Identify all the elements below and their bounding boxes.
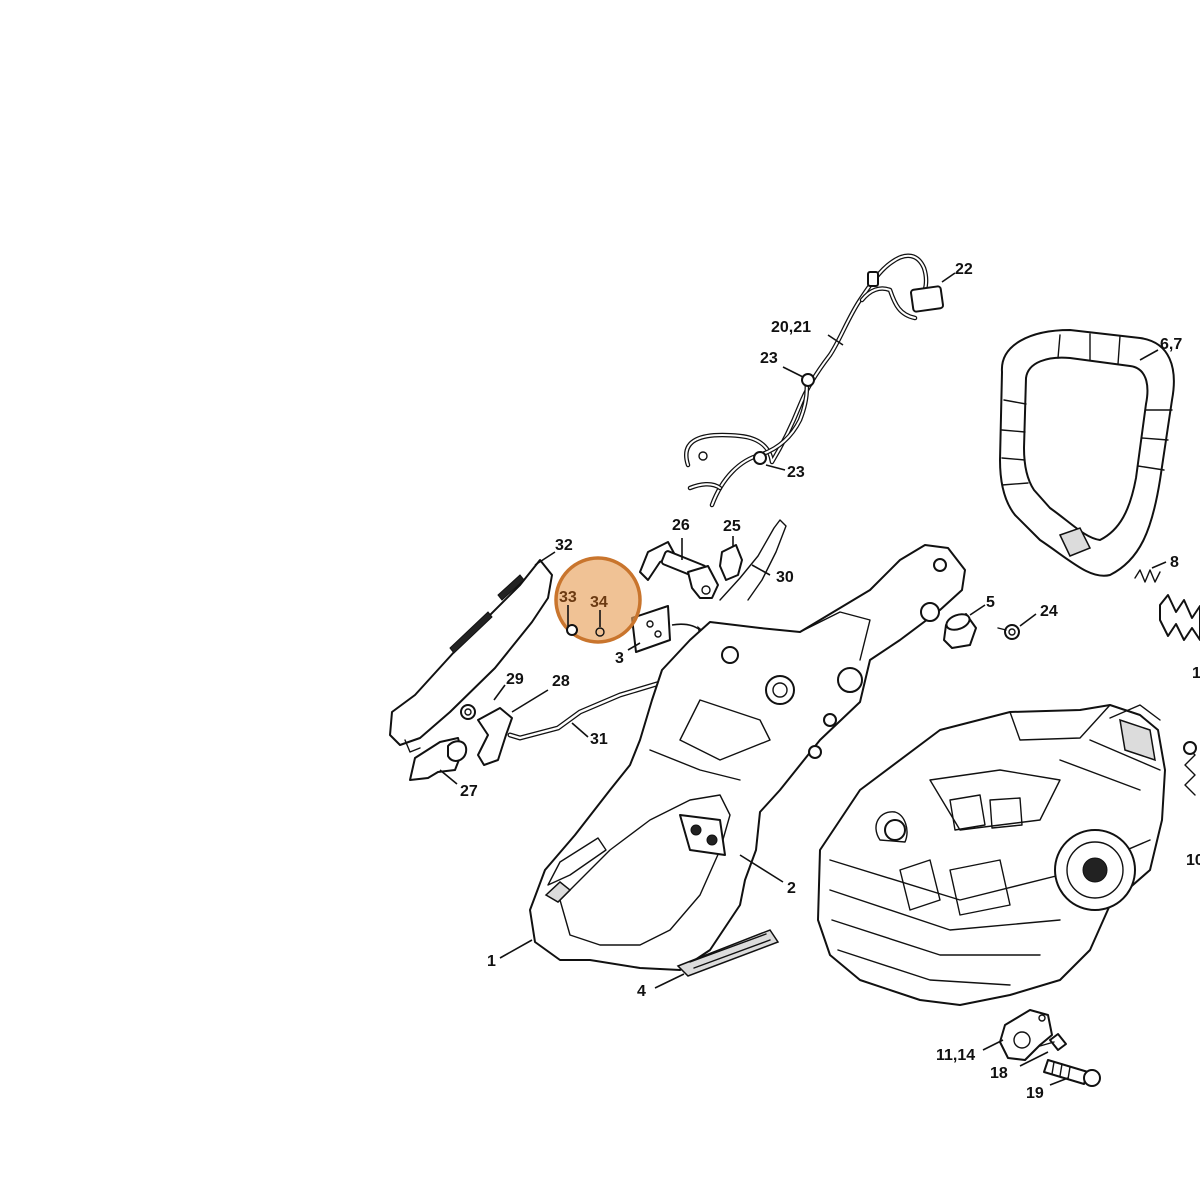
part-30-wire[interactable] (719, 519, 787, 601)
callout-22: 22 (955, 261, 973, 278)
part-1-rear-handle[interactable] (529, 544, 966, 971)
part-18-screw[interactable] (1039, 1033, 1067, 1051)
callout-18: 18 (990, 1065, 1008, 1082)
callout-2: 2 (787, 880, 796, 897)
engine-assembly[interactable] (817, 704, 1166, 1006)
wire-harness[interactable] (684, 253, 944, 508)
callout-30: 30 (776, 569, 794, 586)
callout-6-7: 6,7 (1160, 336, 1182, 353)
callout-24: 24 (1040, 603, 1058, 620)
callout-26: 26 (672, 517, 690, 534)
part-26-switch[interactable] (639, 541, 719, 599)
callout-29: 29 (506, 671, 524, 688)
callout-25: 25 (723, 518, 741, 535)
part-32-cover[interactable] (389, 559, 553, 753)
part-24-screw[interactable] (997, 624, 1020, 640)
callout-4: 4 (637, 983, 646, 1000)
part-25-clip[interactable] (719, 544, 743, 581)
part-3-plate[interactable] (631, 605, 671, 653)
callout-20-21: 20,21 (771, 319, 811, 336)
callout-31: 31 (590, 731, 608, 748)
part-8-spring[interactable] (1134, 569, 1161, 583)
spring-10-edge[interactable] (1183, 741, 1197, 796)
callout-11-14: 11,14 (936, 1047, 975, 1064)
callout-right-edge: 1 (1192, 665, 1200, 682)
part-5-buffer[interactable] (943, 611, 977, 649)
callout-1: 1 (487, 953, 496, 970)
part-27-plate[interactable] (409, 737, 468, 781)
highlight-33-34[interactable] (554, 556, 642, 644)
part-4-strip[interactable] (676, 929, 780, 977)
callout-32: 32 (555, 537, 573, 554)
part-31-rod[interactable] (507, 680, 663, 741)
callout-33: 33 (559, 589, 577, 606)
callout-23-top: 23 (760, 350, 778, 367)
callout-5: 5 (986, 594, 995, 611)
spring-right-edge[interactable] (1159, 594, 1200, 641)
part-1114-bracket[interactable] (999, 1009, 1053, 1061)
callout-27: 27 (460, 783, 478, 800)
callout-8: 8 (1170, 554, 1179, 571)
part-19-bolt[interactable] (1043, 1059, 1101, 1087)
callout-23-bottom: 23 (787, 464, 805, 481)
part-67-handlebar[interactable] (999, 329, 1175, 577)
callout-28: 28 (552, 673, 570, 690)
callout-3: 3 (615, 650, 624, 667)
callout-10: 10 (1186, 852, 1200, 869)
callout-19: 19 (1026, 1085, 1044, 1102)
callout-34: 34 (590, 594, 608, 611)
part-28-trigger[interactable] (460, 704, 513, 766)
